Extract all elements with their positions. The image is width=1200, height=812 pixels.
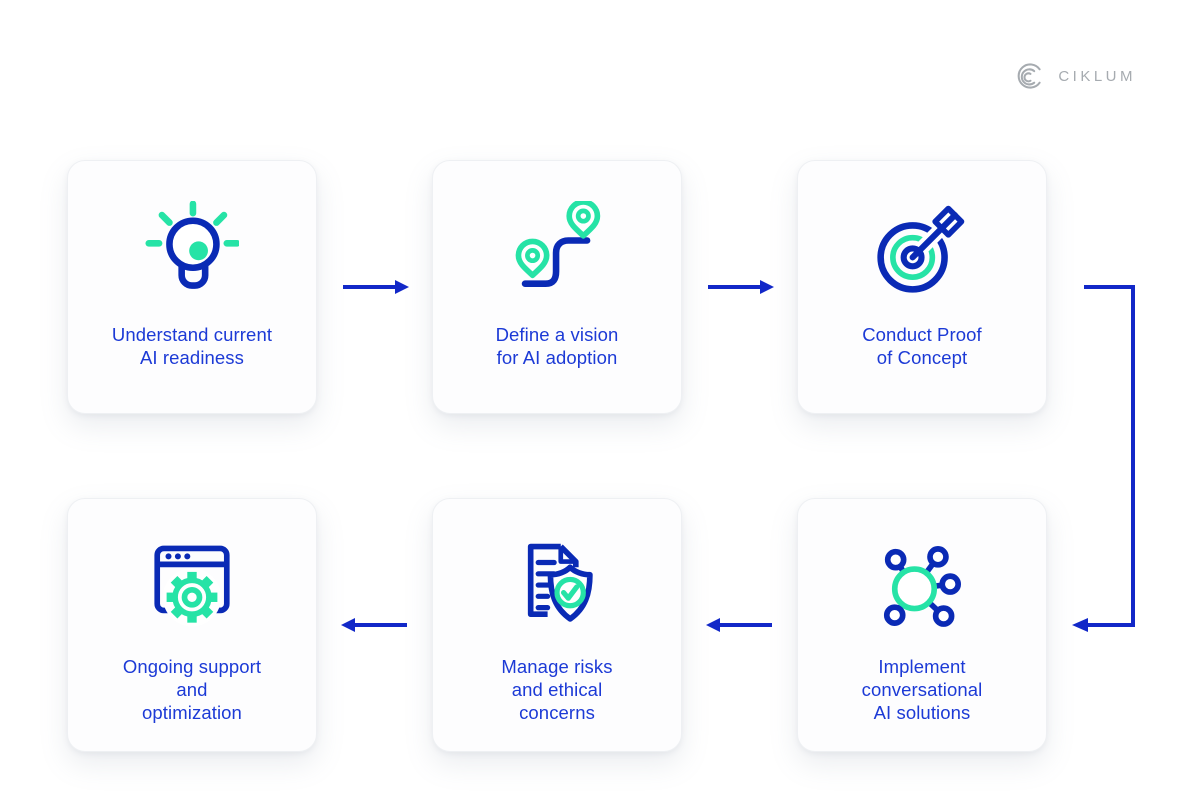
- flow-arrow-right-1: [343, 280, 409, 294]
- step-label: Ongoing support and optimization: [122, 656, 262, 723]
- step-card-ongoing-support: Ongoing support and optimization: [67, 498, 317, 752]
- ciklum-logo-mark-icon: [1018, 63, 1041, 89]
- step-card-manage-risks: Manage risks and ethical concerns: [432, 498, 682, 752]
- lightbulb-icon: [145, 201, 239, 295]
- ciklum-logo: CIKLUM: [1016, 58, 1136, 94]
- step-card-proof-of-concept: Conduct Proof of Concept: [797, 160, 1047, 414]
- ciklum-logo-text: CIKLUM: [1058, 67, 1136, 85]
- browser-gear-icon: [145, 539, 239, 633]
- step-card-define-vision: Define a vision for AI adoption: [432, 160, 682, 414]
- document-shield-check-icon: [510, 539, 604, 633]
- step-label: Conduct Proof of Concept: [862, 324, 982, 368]
- network-nodes-icon: [875, 539, 969, 633]
- step-card-understand-ai-readiness: Understand current AI readiness: [67, 160, 317, 414]
- flow-connector-down-left: [1072, 285, 1135, 632]
- flow-arrow-left-1: [706, 618, 772, 632]
- target-dart-icon: [875, 201, 969, 295]
- flow-arrow-right-2: [708, 280, 774, 294]
- route-pins-icon: [510, 201, 604, 295]
- step-label: Manage risks and ethical concerns: [501, 656, 613, 723]
- step-label: Understand current AI readiness: [111, 324, 273, 368]
- step-card-implement-conversational-ai: Implement conversational AI solutions: [797, 498, 1047, 752]
- flow-arrow-left-2: [341, 618, 407, 632]
- step-label: Implement conversational AI solutions: [861, 656, 983, 723]
- step-label: Define a vision for AI adoption: [495, 324, 619, 368]
